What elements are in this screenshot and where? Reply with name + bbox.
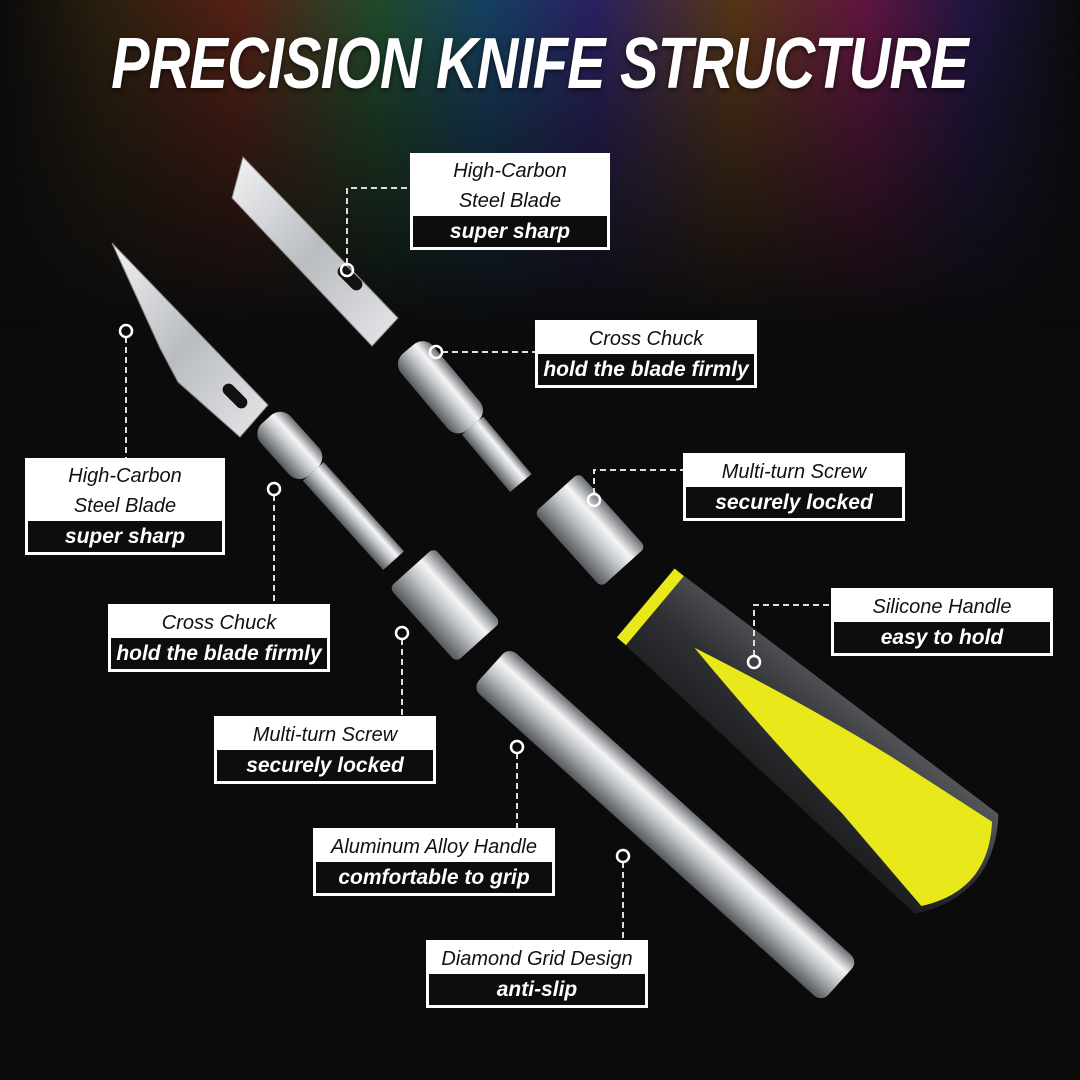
page-title: PRECISION KNIFE STRUCTURE [111,24,970,104]
silicone-handle [616,568,999,914]
callout-dots [118,262,762,864]
blade-slot [222,383,248,409]
multi-turn-screw-left [391,550,499,660]
multi-turn-screw-right [536,475,644,585]
aluminum-handle [476,651,855,999]
blade-angled [111,242,269,438]
cross-chuck-left [257,411,404,570]
cross-chuck-right [397,341,532,493]
blade-slot [337,265,363,291]
blade-straight [231,156,399,347]
